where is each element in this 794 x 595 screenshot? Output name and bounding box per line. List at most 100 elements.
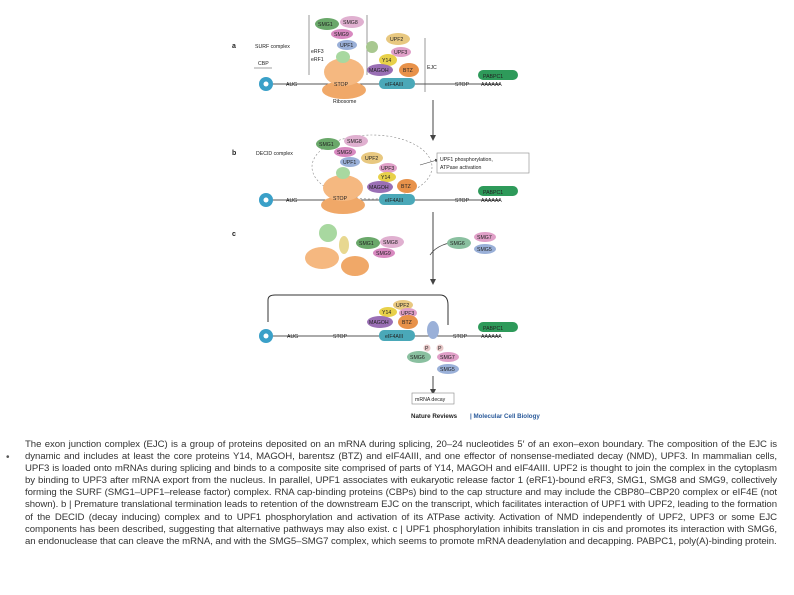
svg-text:UPF3: UPF3: [381, 166, 394, 172]
magoh-a: [367, 64, 393, 76]
stop-label-b1: STOP: [333, 196, 348, 202]
svg-text:MAGOH: MAGOH: [369, 68, 389, 74]
aug-label-c: AUG: [287, 334, 298, 340]
svg-text:ATPase activation: ATPase activation: [440, 165, 482, 171]
smg6-c: [447, 237, 471, 249]
svg-text:eIF4AIII: eIF4AIII: [385, 82, 403, 88]
figure-caption: The exon junction complex (EJC) is a gro…: [25, 439, 777, 547]
eif4aiii-c: [379, 330, 415, 341]
eif4aiii-b: [379, 194, 415, 205]
released-ribosome-large: [305, 247, 339, 269]
phospho-2: [436, 344, 444, 352]
stop-label-a1: STOP: [334, 82, 349, 88]
svg-text:PABPC1: PABPC1: [483, 74, 503, 80]
eif4aiii-a: [379, 78, 415, 89]
btz-a: [399, 63, 419, 77]
upf1-b: [340, 157, 360, 167]
upf1-c: [427, 321, 439, 339]
svg-text:UPF2: UPF2: [396, 303, 409, 309]
mrna-decay-box: [411, 392, 455, 405]
aug-label-a: AUG: [286, 82, 297, 88]
magoh-b: [367, 181, 393, 193]
upf2-b: [361, 152, 383, 164]
smg9-c: [373, 248, 395, 258]
mrna-decay-label: mRNA decay: [415, 397, 446, 403]
phospho-1: [423, 344, 431, 352]
upf2-c: [393, 300, 413, 310]
polya-b: AAAAAA: [481, 198, 502, 204]
svg-text:BTZ: BTZ: [403, 68, 413, 74]
erf1-label: eRF1: [311, 57, 324, 63]
svg-text:eIF4AIII: eIF4AIII: [385, 334, 403, 340]
svg-text:SMG5: SMG5: [477, 247, 492, 253]
upf2-a: [386, 33, 410, 45]
svg-text:SMG8: SMG8: [383, 240, 398, 246]
y14-a: [379, 54, 397, 66]
upf3-b: [379, 163, 397, 173]
polya-a: AAAAAA: [481, 82, 502, 88]
panel-label-b: b: [232, 150, 236, 157]
smg6-c2: [407, 351, 431, 363]
svg-text:SMG1: SMG1: [319, 142, 334, 148]
caption-bullet: •: [6, 452, 10, 463]
smg1-a: [315, 18, 339, 30]
svg-text:P: P: [425, 346, 429, 352]
svg-text:SMG1: SMG1: [359, 241, 374, 247]
svg-text:PABPC1: PABPC1: [483, 326, 503, 332]
upf1-activation-label: UPF1 phosphorylation,: [440, 157, 493, 163]
y14-b: [378, 172, 396, 182]
credit-source: Nature Reviews: [411, 413, 458, 420]
stop-label-c2: STOP: [453, 334, 468, 340]
svg-text:Y14: Y14: [382, 58, 391, 64]
pabpc1-a: [478, 70, 518, 80]
svg-text:SMG9: SMG9: [334, 32, 349, 38]
upf3-a: [391, 47, 411, 57]
svg-text:eIF4AIII: eIF4AIII: [385, 198, 403, 204]
stop-label-a2: STOP: [455, 82, 470, 88]
svg-text:SMG9: SMG9: [337, 150, 352, 156]
smg8-a: [340, 16, 364, 28]
smg7-c2: [437, 352, 459, 362]
smg1-c: [356, 237, 380, 249]
smg5-c2: [437, 364, 459, 374]
svg-text:P: P: [438, 346, 442, 352]
polya-c: AAAAAA: [481, 334, 502, 340]
svg-text:MAGOH: MAGOH: [369, 320, 389, 326]
cbp-label: CBP: [258, 61, 269, 67]
svg-text:SMG8: SMG8: [347, 139, 362, 145]
svg-text:UPF1: UPF1: [340, 43, 353, 49]
svg-text:SMG8: SMG8: [343, 20, 358, 26]
upf3-c: [399, 308, 417, 318]
svg-text:UPF3: UPF3: [394, 50, 407, 56]
svg-text:SMG7: SMG7: [477, 235, 492, 241]
smg7-c: [474, 232, 496, 242]
ribosome-large-a: [324, 58, 364, 86]
ribosome-label: Ribosome: [333, 99, 356, 105]
svg-text:SMG6: SMG6: [450, 241, 465, 247]
svg-text:SMG6: SMG6: [410, 355, 425, 361]
panel-label-a: a: [232, 43, 236, 50]
decid-complex-label: DECID complex: [256, 151, 293, 157]
ribosome-small-a: [322, 81, 366, 99]
erf3-label: eRF3: [311, 49, 324, 55]
aug-label-b: AUG: [286, 198, 297, 204]
svg-text:Y14: Y14: [381, 175, 390, 181]
ejc-label: EJC: [427, 65, 437, 71]
pabpc1-c: [478, 322, 518, 332]
credit-journal: | Molecular Cell Biology: [470, 413, 540, 420]
upf1-activation-box: [436, 152, 530, 174]
ribosome-large-b: [323, 175, 363, 201]
y14-c: [379, 307, 397, 317]
smg9-b: [334, 147, 356, 157]
svg-text:Y14: Y14: [382, 310, 391, 316]
smg8-b: [344, 135, 368, 147]
stop-label-c1: STOP: [333, 334, 348, 340]
pabpc1-b: [478, 186, 518, 196]
smg5-c: [474, 244, 496, 254]
magoh-c: [367, 316, 393, 328]
svg-text:SMG1: SMG1: [318, 22, 333, 28]
stop-label-b2: STOP: [455, 198, 470, 204]
svg-text:MAGOH: MAGOH: [369, 185, 389, 191]
smg8-c: [380, 236, 404, 248]
svg-text:SMG9: SMG9: [376, 251, 391, 257]
